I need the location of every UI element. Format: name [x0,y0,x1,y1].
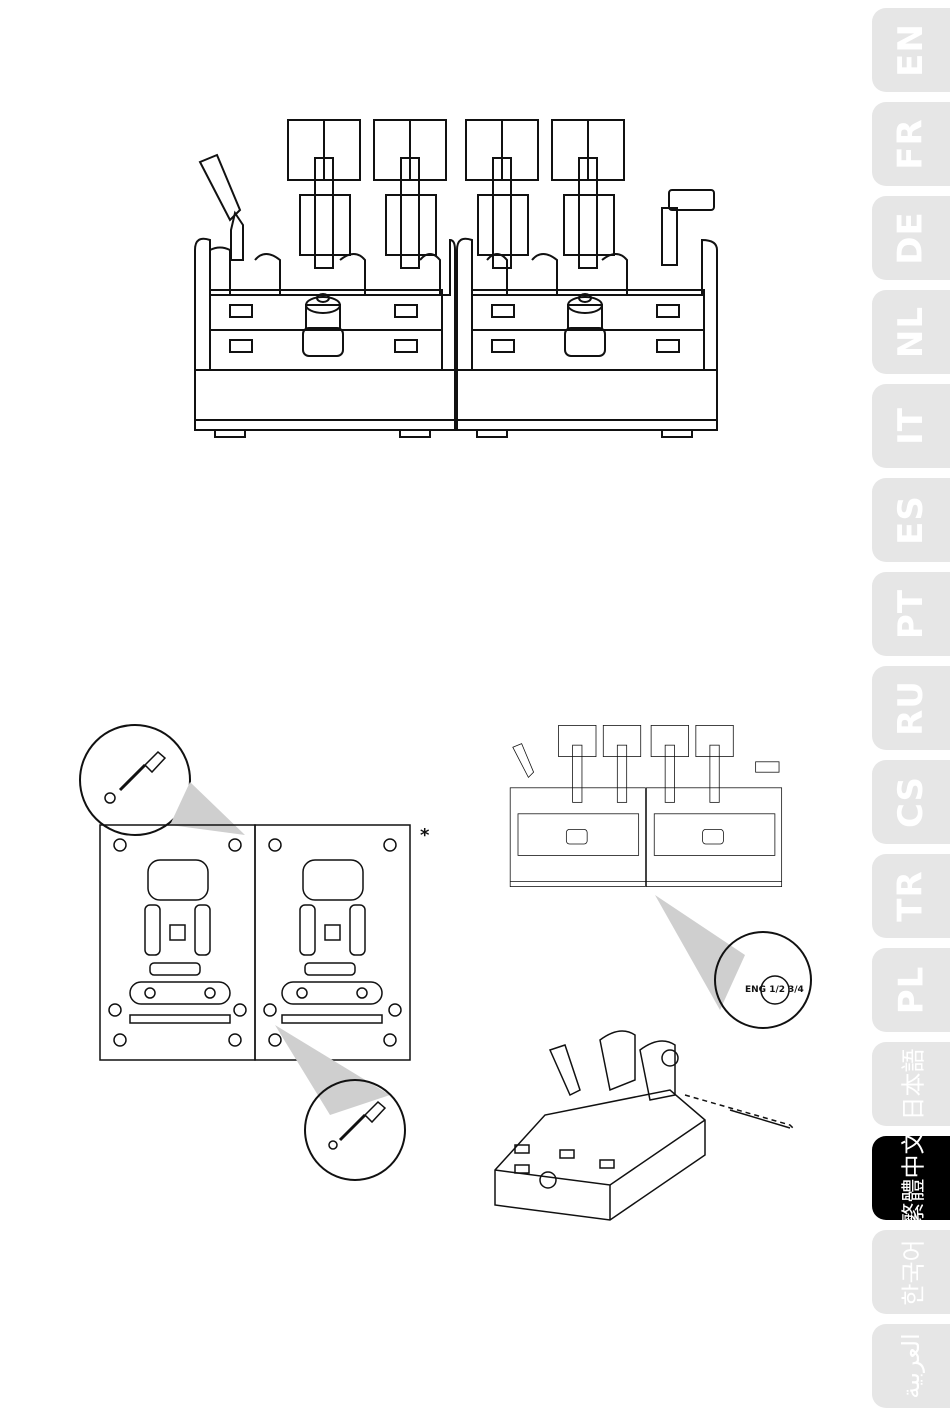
tab-lang-ja-label: 日本語 [894,1048,929,1120]
screwdriver-callout-bottom [275,1025,405,1180]
tab-lang-tr[interactable]: TR [872,854,950,938]
tab-lang-fr[interactable]: FR [872,102,950,186]
tab-lang-nl[interactable]: NL [872,290,950,374]
tab-lang-pt[interactable]: PT [872,572,950,656]
figure-dual-quadrant-front [185,100,725,440]
tab-lang-zh-tw[interactable]: 繁體中文 [872,1136,950,1220]
tab-lang-tr-label: TR [891,870,931,921]
tab-lang-it[interactable]: IT [872,384,950,468]
tab-lang-ko-label: 한국어 [894,1239,929,1305]
tab-lang-pl[interactable]: PL [872,948,950,1032]
footnote-asterisk: * [420,825,429,846]
figure-bottom-view-screws: * [50,720,430,1190]
pin-insertion-drawing [490,1020,810,1230]
tab-lang-en-label: EN [891,23,931,77]
tab-lang-zh-tw-label: 繁體中文 [894,1130,929,1226]
screwdriver-callout-top [80,725,245,835]
tab-lang-ja[interactable]: 日本語 [872,1042,950,1126]
figure-pin-insertion [490,1020,810,1230]
figure-eng-switch: ENG 1/2 3/4 [505,715,815,1035]
tab-lang-pl-label: PL [891,966,931,1015]
tab-lang-cs[interactable]: CS [872,760,950,844]
tab-lang-es[interactable]: ES [872,478,950,562]
tab-lang-pt-label: PT [891,589,931,639]
tab-lang-ru-label: RU [891,680,931,736]
right-quadrant-unit [457,120,717,437]
tab-lang-es-label: ES [891,495,931,545]
tab-lang-ru[interactable]: RU [872,666,950,750]
bottom-view-drawing [50,720,430,1190]
tab-lang-en[interactable]: EN [872,8,950,92]
eng-switch-label-right: 3/4 [788,985,804,995]
tab-lang-ko[interactable]: 한국어 [872,1230,950,1314]
tab-lang-cs-label: CS [891,776,931,828]
tab-lang-nl-label: NL [891,306,931,358]
dual-quadrant-front-drawing [185,100,725,440]
language-tab-strip: EN FR DE NL IT ES PT RU CS TR PL 日本語 繁體中… [870,0,950,1425]
tab-lang-fr-label: FR [891,118,931,169]
eng-switch-label: ENG 1/2 [745,985,785,995]
tab-lang-de[interactable]: DE [872,196,950,280]
left-quadrant-unit [195,120,455,437]
tab-lang-it-label: IT [891,407,931,445]
tab-lang-de-label: DE [891,211,931,264]
tab-lang-ar-label: العربية [897,1333,925,1399]
tab-lang-ar[interactable]: العربية [872,1324,950,1408]
